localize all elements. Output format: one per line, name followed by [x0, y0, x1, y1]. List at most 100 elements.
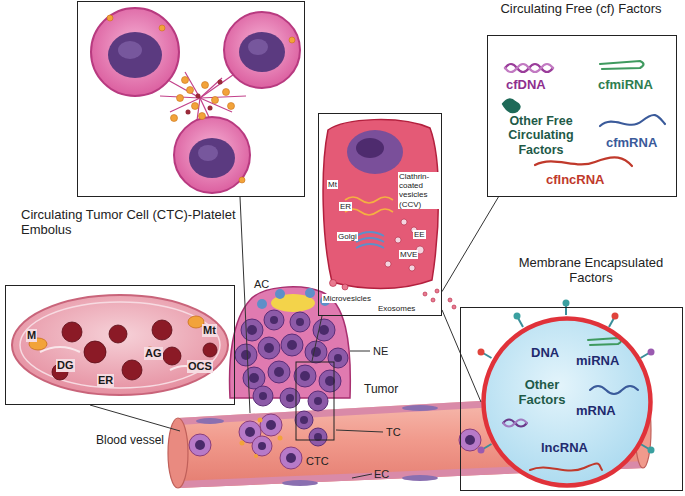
- blood-vessel: [252, 436, 272, 456]
- ctc-platelet-embolus: [91, 8, 179, 96]
- leader-line: [240, 197, 250, 413]
- tumor-drawing: [259, 392, 267, 400]
- ctc-platelet-embolus: [186, 110, 191, 115]
- tumor-cell-drawing: [356, 238, 384, 242]
- tumor-cell-panel: MtERGolgiClathrin-coated vesicles (CCV)E…: [318, 113, 442, 316]
- vesicle-drawing: [478, 300, 655, 487]
- free-factor-molecules: [505, 64, 553, 72]
- part-label: cfDNA: [506, 78, 546, 93]
- part-label: miRNA: [576, 354, 619, 369]
- free-factor-molecules: [535, 157, 632, 166]
- platelet-drawing: [62, 322, 82, 342]
- tumor-drawing: [290, 312, 310, 332]
- platelet-drawing: [12, 295, 228, 395]
- platelet-drawing: [203, 343, 217, 357]
- ctc-platelet-embolus: [107, 15, 295, 183]
- blood-vessel: [196, 418, 224, 424]
- leader-line: [350, 351, 370, 352]
- tumor-drawing: [253, 386, 273, 406]
- leader-line: [90, 405, 180, 431]
- ctc-platelet-embolus: [187, 87, 194, 94]
- tumor-cell-drawing: [330, 280, 337, 287]
- part-label: Golgi: [337, 232, 358, 241]
- blood-vessel: [465, 435, 475, 445]
- vesicle-drawing: [503, 338, 638, 471]
- blood-vessel: [258, 418, 263, 423]
- blood-vessel: [189, 434, 211, 456]
- platelet-drawing: [84, 341, 106, 363]
- ctc-platelet-embolus: [208, 106, 213, 111]
- tumor-drawing: [235, 344, 257, 366]
- part-label: Exosomes: [377, 304, 416, 313]
- tumor-drawing: [247, 325, 257, 335]
- tumor-cell-drawing: [401, 219, 407, 225]
- part-label: Mt: [327, 180, 338, 189]
- tumor-cell-drawing: [395, 237, 401, 243]
- blood-vessel: [240, 418, 283, 459]
- ctc-platelet-embolus: [196, 94, 201, 99]
- vesicle-drawing: [641, 444, 650, 449]
- blood-vessel: [402, 405, 438, 411]
- part-label: TC: [386, 426, 401, 439]
- blood-vessel: [286, 453, 296, 463]
- ctc-platelet-embolus: [182, 77, 189, 84]
- tumor-drawing: [258, 337, 280, 359]
- tumor-cell-drawing: [448, 298, 452, 302]
- ctc-platelet-embolus: [228, 103, 235, 110]
- tumor-cell-drawing: [323, 120, 456, 309]
- tumor-cell-drawing: [431, 298, 435, 302]
- tumor-drawing: [296, 362, 334, 440]
- tumor-cell-drawing: [385, 261, 391, 267]
- tumor-drawing: [319, 370, 341, 392]
- ctc-platelet-embolus: [239, 32, 285, 72]
- tumor-cell-drawing: [345, 209, 393, 215]
- free-factors-panel: Circulating Free (cf) FactorscfDNAcfmiRN…: [487, 35, 677, 197]
- vesicle-membrane: [484, 319, 651, 486]
- blood-vessel: [260, 414, 282, 436]
- tumor-drawing: [264, 343, 274, 353]
- vesicle-drawing: [478, 447, 485, 454]
- platelet-drawing: [40, 347, 80, 352]
- vesicle-drawing: [590, 386, 638, 394]
- tumor-drawing: [249, 373, 259, 383]
- vesicle-drawing: [563, 300, 570, 307]
- part-label: EC: [374, 468, 389, 481]
- part-label: Microvesicles: [322, 294, 372, 303]
- tumor-drawing: [295, 411, 313, 429]
- vesicle-drawing: [483, 444, 492, 449]
- vesicle-drawing: [648, 447, 655, 454]
- tumor-drawing: [257, 288, 330, 309]
- platelet-drawing: [29, 316, 204, 357]
- tumor-drawing: [241, 319, 263, 341]
- vesicle-drawing: [483, 353, 492, 358]
- ctc-platelet-embolus: [239, 177, 245, 183]
- ctc-platelet-embolus: [202, 82, 209, 89]
- vesicle-circle: DNAmiRNAOther FactorsmRNAlncRNA: [481, 316, 653, 488]
- blood-vessel: [266, 420, 276, 430]
- tumor-drawing: [275, 289, 285, 299]
- ctc-platelet-embolus: [224, 12, 300, 88]
- ctc-platelet-embolus: [186, 80, 223, 115]
- platelet-drawing: [52, 320, 217, 380]
- tumor-cell-drawing: [356, 244, 384, 248]
- ctc-platelet-embolus: [159, 25, 165, 31]
- platelet-drawing: [152, 320, 172, 340]
- ctc-platelet-embolus: [171, 115, 178, 122]
- tumor-drawing: [274, 367, 284, 377]
- blood-vessel: [195, 440, 205, 450]
- blood-vessel: [254, 454, 258, 458]
- tumor-drawing: [287, 340, 297, 350]
- part-label: Blood vessel: [96, 434, 164, 448]
- ctc-platelet-embolus: [118, 41, 142, 59]
- ctc-platelet-embolus: [174, 117, 250, 193]
- tumor-cell-drawing: [423, 292, 427, 296]
- part-label: M: [26, 329, 37, 342]
- ctc-platelet-embolus: [200, 96, 246, 98]
- platelet-panel: MMtDGAGEROCS: [5, 285, 235, 405]
- part-label: AC: [254, 278, 269, 291]
- leader-line: [312, 316, 322, 361]
- vesicle-drawing: [484, 319, 652, 487]
- tumor-cell-drawing: [356, 138, 384, 158]
- blood-vessel: [459, 429, 481, 451]
